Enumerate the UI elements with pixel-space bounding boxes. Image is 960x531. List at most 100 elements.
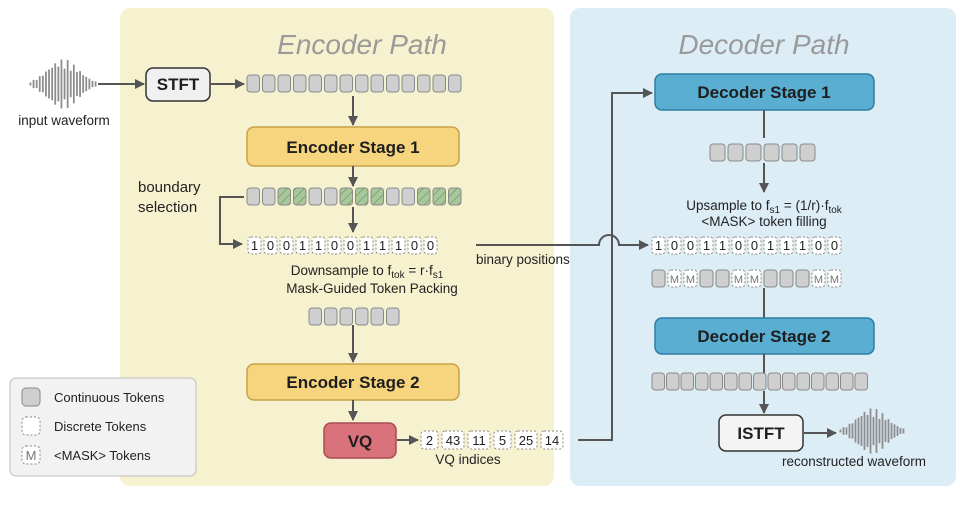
continuous-token: [448, 74, 462, 93]
reconstructed-waveform-icon: [839, 408, 905, 454]
vq-index-token: [540, 430, 564, 450]
discrete-token: [651, 236, 666, 255]
continuous-token: [715, 269, 730, 288]
decoder-token: [666, 372, 680, 391]
binary-digit: 0: [427, 238, 434, 253]
packed-token: [308, 307, 322, 326]
binary-digit: 0: [671, 238, 678, 253]
stft-box: [145, 67, 211, 102]
binary-digit: 0: [331, 238, 338, 253]
continuous-token: [262, 74, 276, 93]
decoder-token-row: [709, 143, 816, 162]
mask-symbol: M: [686, 274, 695, 286]
decoder-token: [767, 372, 781, 391]
decoder-token: [680, 372, 694, 391]
binary-digit: 1: [655, 238, 662, 253]
istft-label: ISTFT: [737, 424, 785, 443]
continuous-token: [277, 74, 291, 93]
vq-index-token: [493, 430, 512, 450]
vq-box: [323, 422, 397, 459]
continuous-token: [417, 74, 431, 93]
discrete-token: [375, 236, 390, 255]
decoder-token: [651, 372, 665, 391]
packed-token: [370, 307, 384, 326]
decoder-token: [695, 372, 709, 391]
legend-discrete-label: Discrete Tokens: [54, 419, 147, 434]
decoder-token: [763, 143, 780, 162]
binary-digit: 1: [379, 238, 386, 253]
decoder-token: [840, 372, 854, 391]
discrete-token: [295, 236, 310, 255]
mask-token: [811, 269, 826, 288]
vq-label: VQ: [348, 432, 373, 451]
continuous-token: [386, 187, 400, 206]
decoder-token: [854, 372, 868, 391]
continuous-token: [401, 74, 415, 93]
mask-token: [667, 269, 682, 288]
decoder-stage-2-label: Decoder Stage 2: [697, 327, 830, 346]
vq-index-token: [514, 430, 538, 450]
continuous-token: [401, 187, 415, 206]
mask-symbol: M: [814, 274, 823, 286]
binary-digit: 0: [267, 238, 274, 253]
binary-digit: 1: [251, 238, 258, 253]
discrete-token: [699, 236, 714, 255]
continuous-token: [432, 187, 446, 206]
discrete-token: [779, 236, 794, 255]
discrete-token: [247, 236, 262, 255]
decoder-stage-1-label: Decoder Stage 1: [697, 83, 830, 102]
continuous-token: [417, 187, 431, 206]
continuous-token: [308, 187, 322, 206]
binary-digit: 1: [783, 238, 790, 253]
continuous-token: [277, 187, 291, 206]
binary-digit: 1: [767, 238, 774, 253]
decoder-token: [825, 372, 839, 391]
decoder-stage-2-token-row: [651, 372, 868, 391]
input-waveform-icon: [29, 59, 97, 109]
mask-symbol: M: [670, 274, 679, 286]
binary-digit: 0: [411, 238, 418, 253]
discrete-token: [263, 236, 278, 255]
binary-digit: 0: [735, 238, 742, 253]
binary-digit: 0: [687, 238, 694, 253]
packed-token-row: [308, 307, 400, 326]
discrete-token: [279, 236, 294, 255]
mask-token: [747, 269, 762, 288]
decoder-token: [811, 372, 825, 391]
decoder-token: [782, 372, 796, 391]
decoder-panel: [570, 8, 956, 486]
discrete-token: [827, 236, 842, 255]
legend-continuous-label: Continuous Tokens: [54, 390, 165, 405]
stft-label: STFT: [157, 75, 200, 94]
boundary-token-row: [246, 187, 462, 206]
binary-digit: 1: [395, 238, 402, 253]
packed-token: [355, 307, 369, 326]
mask-token: [731, 269, 746, 288]
decoder-token: [745, 143, 762, 162]
continuous-token: [795, 269, 810, 288]
continuous-token: [324, 74, 338, 93]
legend-mask-symbol: M: [26, 448, 37, 463]
decoder-token: [738, 372, 752, 391]
continuous-token: [370, 187, 384, 206]
mask-symbol: M: [750, 274, 759, 286]
continuous-token: [448, 187, 462, 206]
legend-discrete-swatch: [21, 416, 41, 436]
decoder-token: [796, 372, 810, 391]
binary-digit: 1: [363, 238, 370, 253]
decoder-token: [724, 372, 738, 391]
binary-digit: 1: [315, 238, 322, 253]
discrete-token: [407, 236, 422, 255]
discrete-token: [311, 236, 326, 255]
mask-token: [827, 269, 842, 288]
continuous-token: [779, 269, 794, 288]
mask-filling-label: <MASK> token filling: [701, 214, 826, 229]
legend-continuous-swatch: [21, 387, 41, 407]
binary-digit: 1: [719, 238, 726, 253]
binary-digit: 0: [347, 238, 354, 253]
continuous-token: [262, 187, 276, 206]
